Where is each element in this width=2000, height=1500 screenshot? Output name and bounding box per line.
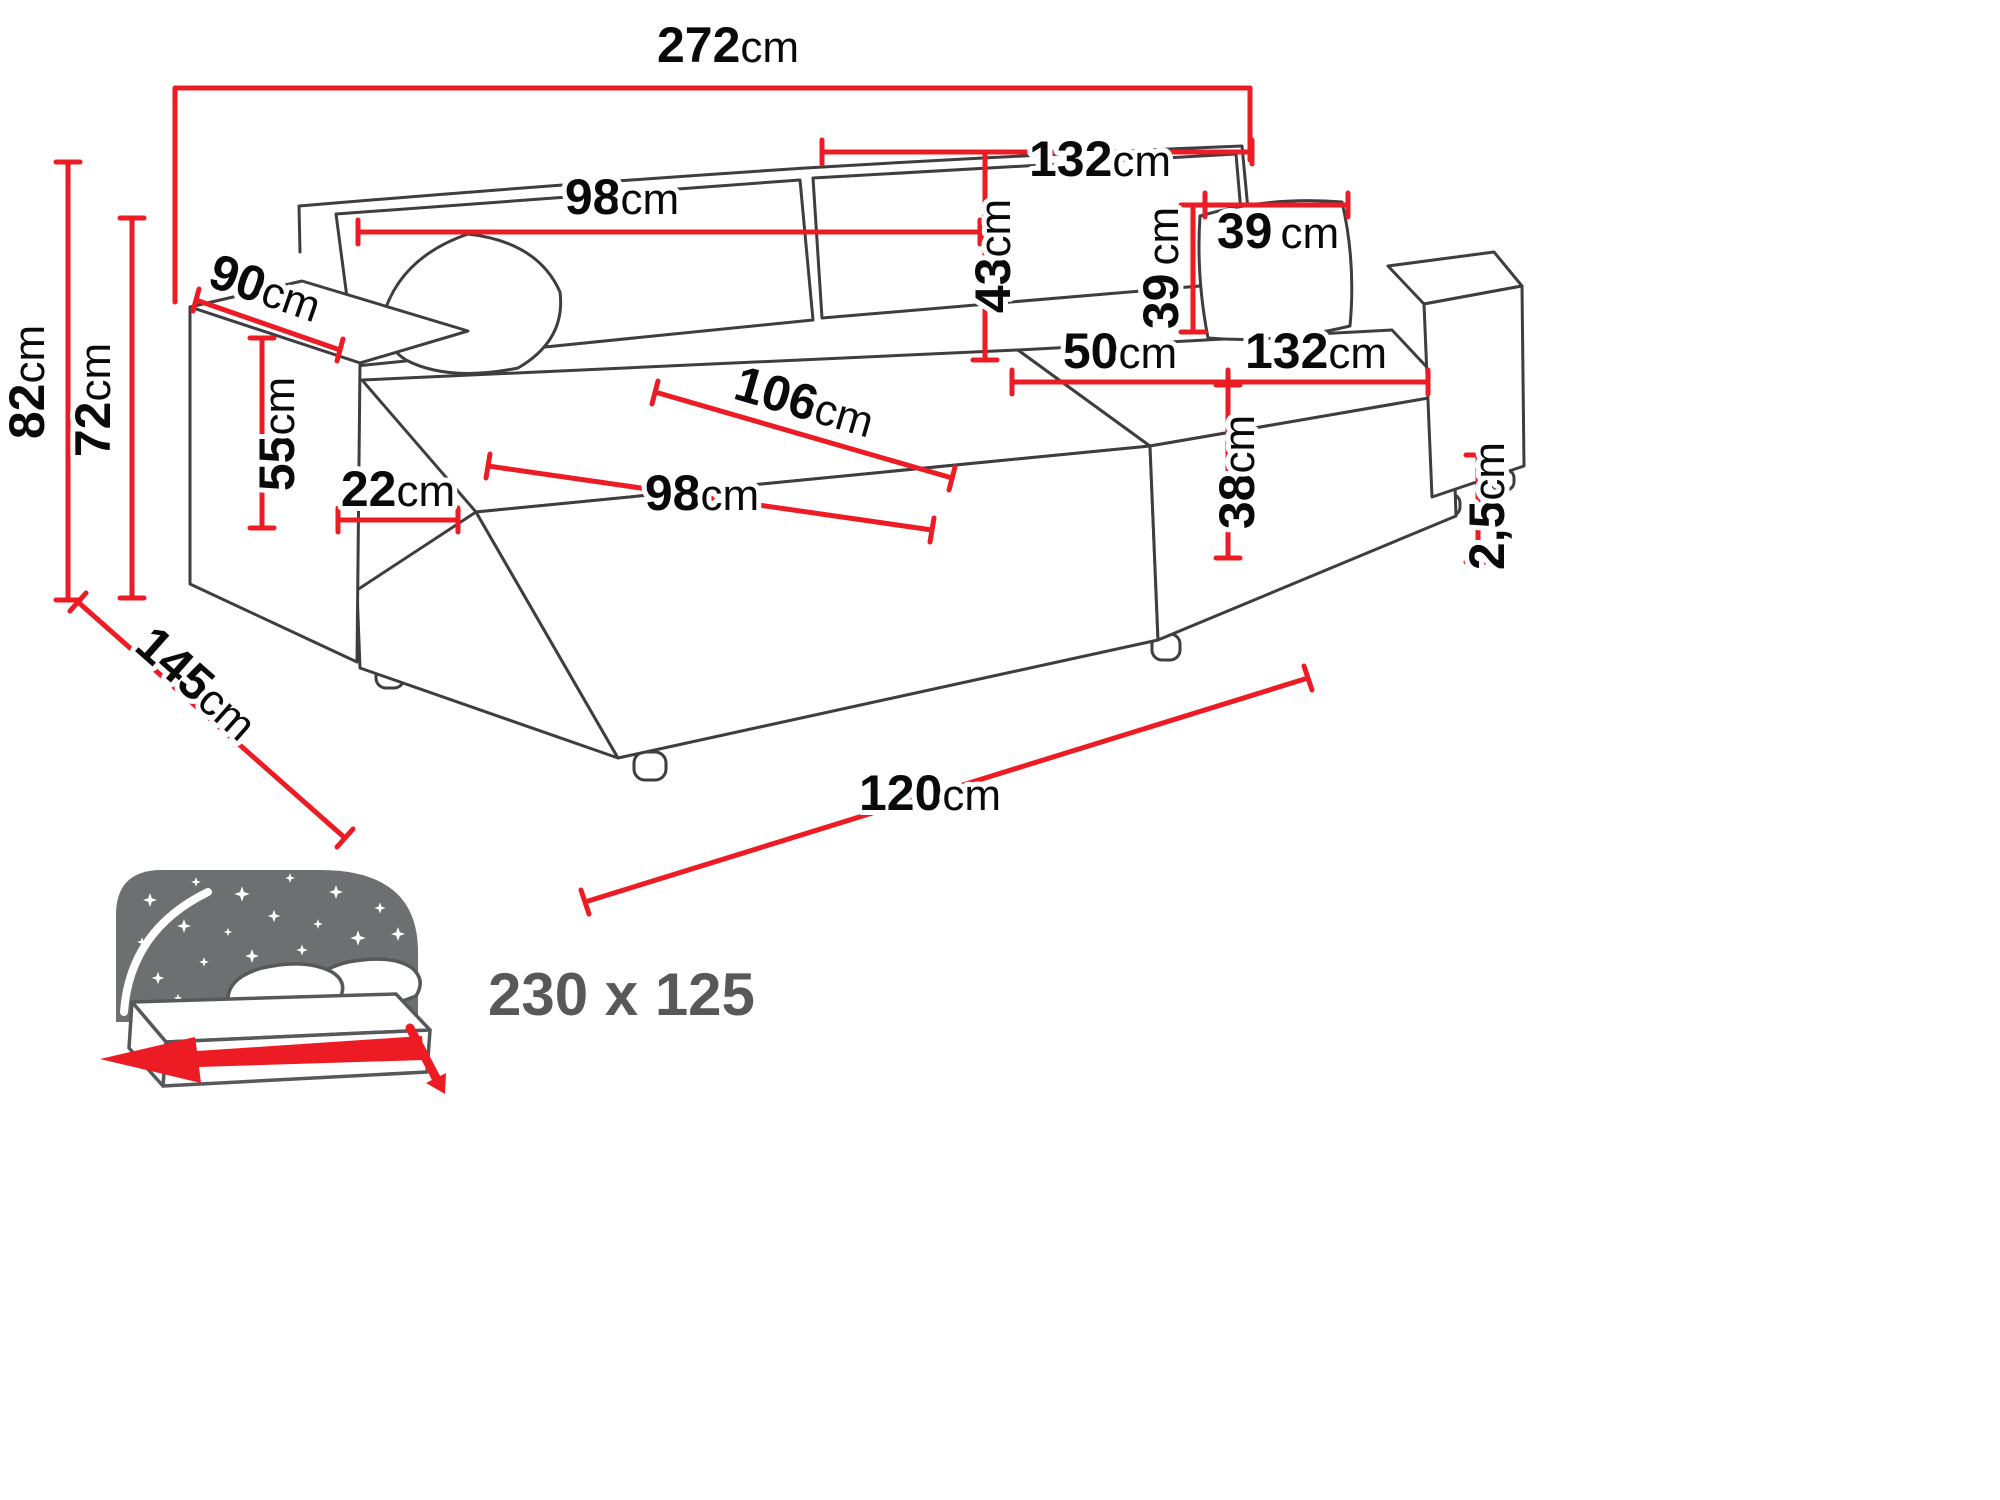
sleeping-area-icon: 230 x 125 — [100, 870, 755, 1094]
dim-backrest-height-label: 72cm — [65, 343, 121, 457]
dim-seat-height-label: 38cm — [1209, 415, 1265, 529]
dim-right-seat-width-label: 132cm — [1245, 323, 1387, 379]
dim-pillow-height-line — [1178, 202, 1208, 335]
dim-seat-height-line — [1213, 382, 1243, 561]
dim-total-height-line — [53, 159, 83, 603]
dim-leg-height-line — [1463, 452, 1493, 565]
dim-pillow-width-line — [1202, 190, 1351, 220]
dim-right-backrest-width-line — [819, 137, 1255, 167]
dim-armrest-length-line — [190, 286, 346, 364]
dim-leg-height-label: 2,5cm — [1459, 442, 1515, 570]
sleeping-size-label: 230 x 125 — [488, 961, 755, 1028]
dim-backrest-height-line — [117, 215, 147, 601]
dim-left-backrest-width-label: 98cm — [565, 169, 679, 225]
dim-armrest-width-line — [335, 505, 461, 535]
right-arm-front — [1422, 284, 1526, 499]
dim-armrest-height-label: 55cm — [249, 377, 305, 491]
sofa-leg — [632, 750, 668, 782]
left-arm-front — [188, 305, 362, 664]
dim-backrest-cushion-height-label: 43cm — [965, 199, 1021, 313]
dim-total-depth-label: 145cm — [125, 615, 269, 751]
dim-backrest-cushion-height-line — [970, 149, 1000, 363]
sofa-drawing — [188, 144, 1526, 782]
dim-armrest-height-line — [247, 335, 277, 531]
dim-total-depth-line — [67, 590, 356, 850]
dim-seat-depth-label: 50cm — [1063, 323, 1177, 379]
dimension-labels: 272cm 82cm 72cm 90cm 55cm 22cm 98cm 132c… — [0, 12, 1520, 826]
dim-total-width-label: 272cm — [657, 17, 799, 73]
dim-corner-seat-width-label: 98cm — [645, 465, 759, 521]
dim-right-backrest-width-label: 132cm — [1029, 131, 1171, 187]
dimension-lines — [53, 85, 1493, 917]
dim-chaise-length-line — [578, 663, 1315, 917]
dim-left-backrest-width-line — [355, 217, 983, 247]
dim-corner-seat-width-line — [483, 451, 937, 545]
dim-corner-seat-diagonal-line — [649, 378, 958, 493]
dim-total-height-label: 82cm — [0, 325, 55, 439]
dim-armrest-width-label: 22cm — [341, 461, 455, 517]
pullout-arrow-icon — [100, 1036, 424, 1083]
dim-chaise-length-label: 120cm — [859, 765, 1001, 821]
width-arrow-line — [405, 1023, 441, 1083]
dim-pillow-height-label: 39cm — [1133, 207, 1189, 329]
right-pillow — [1197, 199, 1354, 341]
dim-right-seat-width-line — [1225, 367, 1431, 397]
dim-total-width-line — [172, 85, 1253, 305]
width-arrow-head-icon — [426, 1073, 446, 1094]
blanket-fold-line — [120, 888, 212, 1016]
